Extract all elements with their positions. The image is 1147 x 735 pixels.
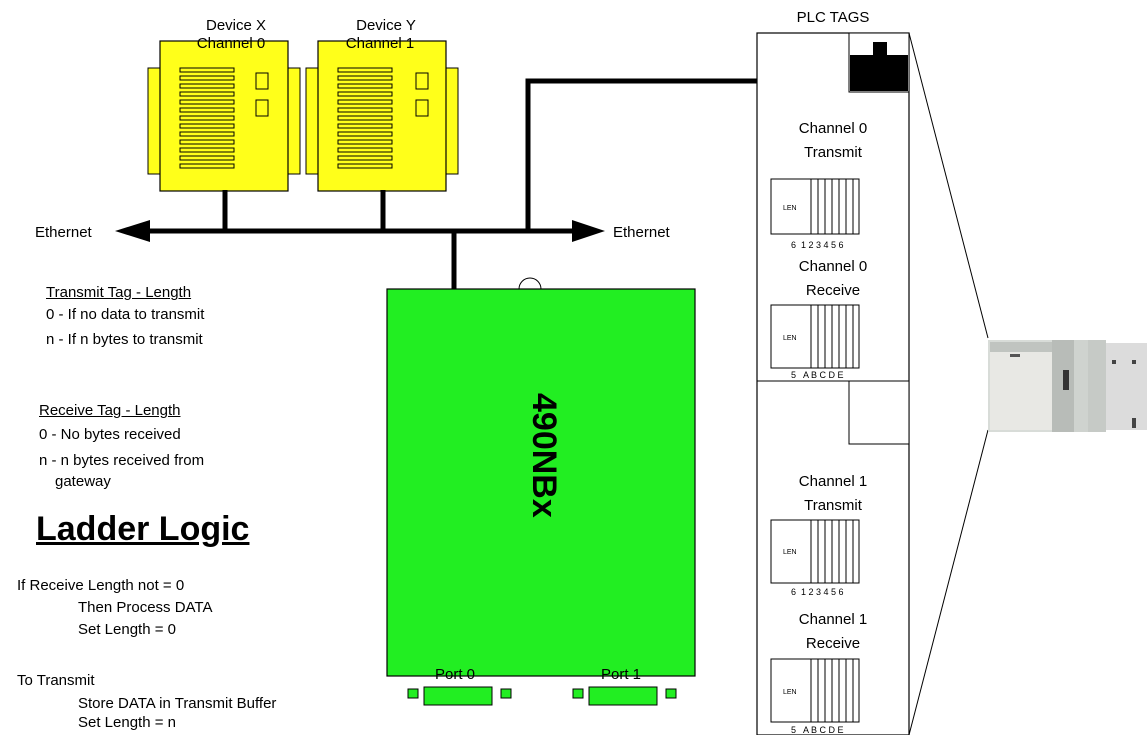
transmit-tag-line-0: 0 - If no data to transmit [46,306,205,323]
ch1-transmit-l2: Transmit [804,497,863,514]
ladder-line-1: Then Process DATA [78,599,213,616]
transmit-tag-title: Transmit Tag - Length [46,284,192,301]
ladder-logic-title: Ladder Logic [36,510,250,548]
ladder-line-3: To Transmit [17,672,95,689]
ch0-transmit-l2: Transmit [804,144,863,161]
receive-tag-line-1: n - n bytes received from [39,452,205,469]
ch0-receive-l2: Receive [806,282,860,299]
right-arrow-icon [572,220,605,242]
plc-rack-image [988,340,1147,432]
ch1-transmit-len: LEN [783,549,797,556]
plc-port-icon [850,55,908,91]
gateway-model-label: 490NBx [525,393,563,518]
ch0-transmit-index: 6 1 2 3 4 5 6 [791,240,844,250]
receive-tag-line-0: 0 - No bytes received [39,426,181,443]
device-y-channel: Channel 1 [346,35,414,52]
ladder-line-5: Set Length = n [78,714,176,731]
device-x-channel: Channel 0 [197,35,265,52]
ladder-line-4: Store DATA in Transmit Buffer [78,695,277,712]
zoom-lines [908,32,989,735]
ch0-transmit-register [770,178,860,235]
ch1-receive-l1: Channel 1 [799,611,867,628]
ethernet-right-label: Ethernet [613,224,671,241]
port-1-label: Port 1 [601,666,641,683]
ladder-line-2: Set Length = 0 [78,621,176,638]
transmit-tag-line-1: n - If n bytes to transmit [46,331,203,348]
ch0-receive-index: 5 A B C D E [791,370,844,380]
device-y-name: Device Y [356,17,416,34]
plc-tags-title: PLC TAGS [797,9,870,26]
ch0-transmit-l1: Channel 0 [799,120,867,137]
ch0-receive-len: LEN [783,335,797,342]
ch0-receive-register [770,304,860,369]
ethernet-bus [115,78,850,289]
receive-tag-title: Receive Tag - Length [39,402,181,419]
ch1-receive-index: 5 A B C D E [791,725,844,735]
ch1-receive-register [770,658,860,723]
ch1-transmit-index: 6 1 2 3 4 5 6 [791,587,844,597]
ch1-receive-l2: Receive [806,635,860,652]
receive-tag-line-2: gateway [55,473,111,490]
ladder-line-0: If Receive Length not = 0 [17,577,185,594]
ch1-transmit-register [770,519,860,584]
device-x-name: Device X [206,17,266,34]
ch0-transmit-len: LEN [783,205,797,212]
gateway-490nbx [386,277,696,706]
device-y [305,40,459,192]
ch0-receive-l1: Channel 0 [799,258,867,275]
plc-tags-panel [756,32,910,735]
ch1-transmit-l1: Channel 1 [799,473,867,490]
port-0-label: Port 0 [435,666,475,683]
ethernet-left-label: Ethernet [35,224,93,241]
left-arrow-icon [115,220,150,242]
device-x [147,40,301,192]
ch1-receive-len: LEN [783,689,797,696]
